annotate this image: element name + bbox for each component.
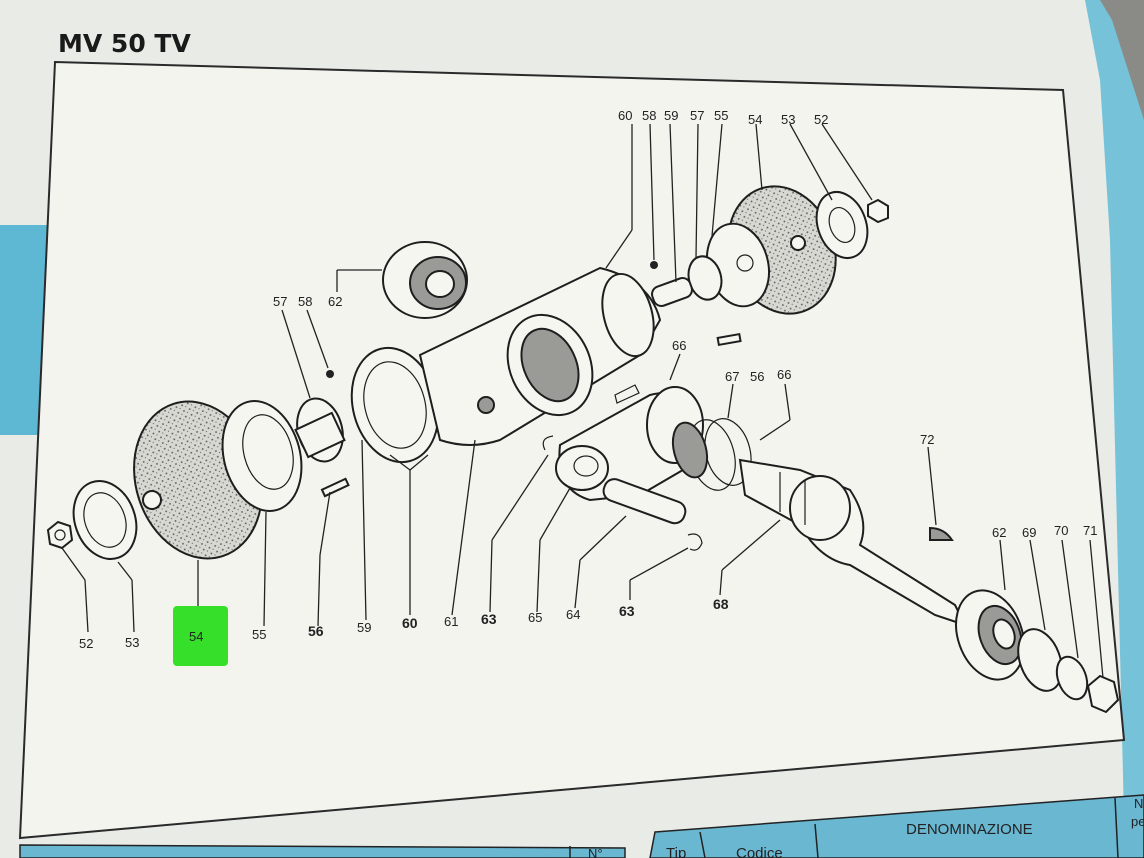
callout-60-top: 60	[618, 108, 632, 123]
callout-64-bottom: 64	[566, 607, 580, 622]
table-col-numero-right: N	[1134, 796, 1143, 811]
callout-52-top: 52	[814, 112, 828, 127]
callout-59-bottom: 59	[357, 620, 371, 635]
bearing-62-right	[955, 589, 1025, 681]
callout-67: 67	[725, 369, 739, 384]
leader-lines	[61, 123, 1104, 679]
page-title: MV 50 TV	[58, 29, 191, 58]
callout-71: 71	[1083, 523, 1097, 538]
nut-52-right	[867, 198, 889, 224]
callout-55-bottom: 55	[252, 627, 266, 642]
washer-70	[1055, 655, 1089, 701]
bearing-62-top	[382, 241, 468, 319]
callout-69: 69	[1022, 525, 1036, 540]
washer-53-left	[72, 480, 138, 560]
dark-margin	[1100, 0, 1144, 120]
callout-66-upper: 66	[672, 338, 686, 353]
pin-58-left	[326, 370, 334, 378]
crankshaft-68	[738, 458, 967, 627]
callout-70: 70	[1054, 523, 1068, 538]
callout-68-bottom: 68	[713, 596, 729, 612]
parts-table-header: Tip Codice DENOMINAZIONE N° N pe	[19, 794, 1144, 858]
callouts-top-row: 60 58 59 57 55 54 53 52	[618, 108, 828, 127]
callout-58-left: 58	[298, 294, 312, 309]
callout-53-bottom: 53	[125, 635, 139, 650]
callout-66-right: 66	[777, 367, 791, 382]
callout-58-top: 58	[642, 108, 656, 123]
callout-72: 72	[920, 432, 934, 447]
table-col-denominazione: DENOMINAZIONE	[906, 821, 1033, 838]
callout-55-top: 55	[714, 108, 728, 123]
crank-housing-60	[350, 266, 662, 464]
cyan-band-right	[1085, 0, 1144, 858]
circlip-63-b	[687, 533, 703, 551]
callout-62-left: 62	[328, 294, 342, 309]
callouts-bottom-row: 52 53 54 55 56 59 60 61 63 65 64 63 68	[79, 596, 729, 651]
table-col-numero: N°	[588, 846, 603, 858]
circlip-63-a	[542, 435, 554, 451]
nut-52-left	[46, 520, 74, 550]
callout-53-top: 53	[781, 112, 795, 127]
callout-52-bottom: 52	[79, 636, 93, 651]
table-col-tipo: Tip	[666, 845, 686, 858]
nut-71	[1086, 674, 1120, 714]
washer-53-right	[815, 191, 869, 259]
callout-60-bottom: 60	[402, 615, 418, 631]
callout-56-right: 56	[750, 369, 764, 384]
callout-63-bottom-b: 63	[619, 603, 635, 619]
screw-56-left	[320, 477, 350, 498]
callout-65-bottom: 65	[528, 610, 542, 625]
callout-59-top: 59	[664, 108, 678, 123]
callout-62-right: 62	[992, 525, 1006, 540]
callout-highlight-54	[173, 606, 228, 666]
table-col-per: pe	[1131, 814, 1144, 829]
pin-58-right	[650, 261, 658, 269]
hub-57-right	[651, 255, 723, 307]
callout-61-bottom: 61	[444, 614, 458, 629]
callout-54-top: 54	[748, 112, 762, 127]
callout-56-bottom: 56	[308, 623, 324, 639]
table-col-codice: Codice	[736, 845, 783, 858]
callout-54-bottom: 54	[189, 629, 203, 644]
plate-55-right	[706, 222, 770, 308]
screw-56-right	[716, 332, 742, 347]
spacer-69	[1017, 628, 1063, 692]
link-66	[614, 384, 640, 404]
callout-57-left: 57	[273, 294, 287, 309]
hub-57-left	[294, 397, 346, 463]
callout-63-bottom-a: 63	[481, 611, 497, 627]
callouts-right-row: 62 69 70 71	[992, 523, 1097, 540]
woodruff-key-72	[929, 526, 954, 541]
circlips-66-67	[671, 418, 752, 491]
plate-55-left	[221, 400, 303, 512]
callout-57-top: 57	[690, 108, 704, 123]
